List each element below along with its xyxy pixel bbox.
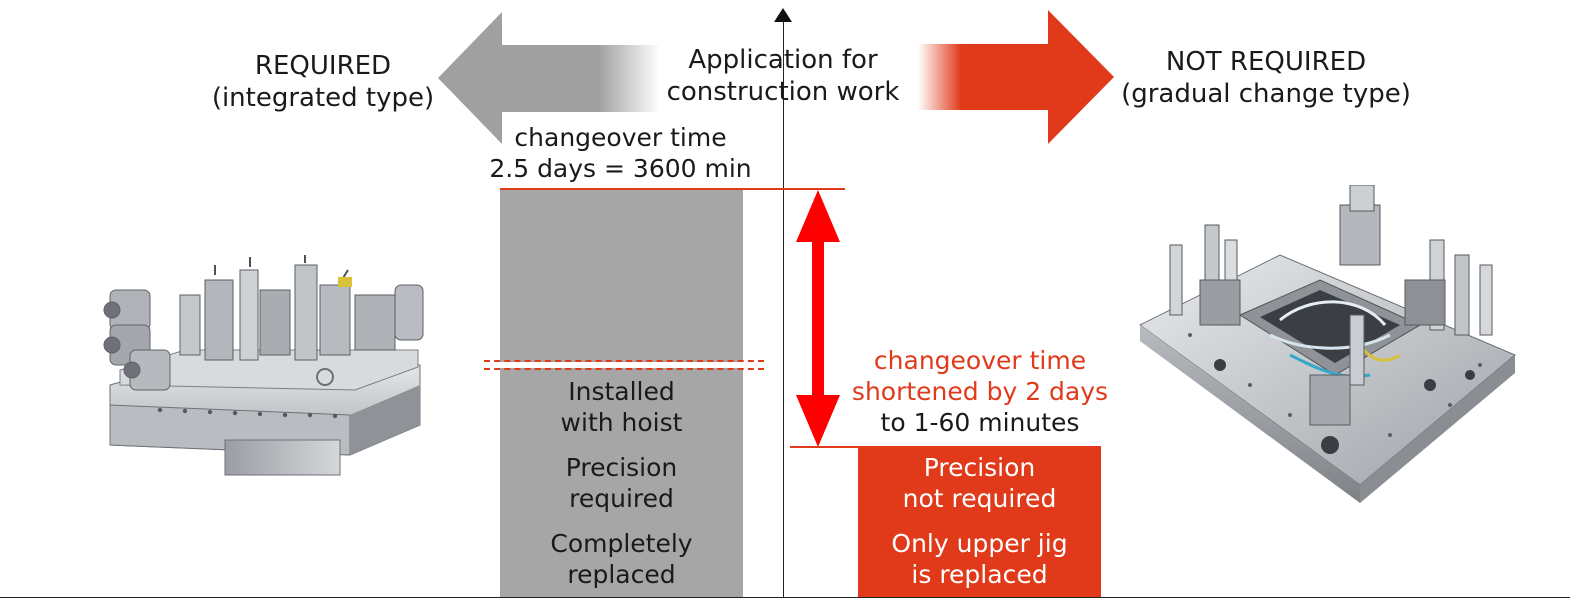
bar-break-dash-lower — [484, 368, 764, 370]
bar-break-gap — [500, 362, 743, 368]
top-reference-line — [500, 188, 845, 190]
integrated-fixture-icon — [103, 255, 424, 476]
short-changeover-line-1: changeover time — [873, 346, 1087, 375]
long-changeover-label: changeover time 2.5 days = 3600 min — [478, 122, 763, 184]
feature-line: Precision — [923, 453, 1036, 482]
feature-line: Installed — [568, 377, 675, 406]
not-required-heading: NOT REQUIRED (gradual change type) — [1110, 46, 1422, 110]
feature-completely-replaced: Completely replaced — [500, 528, 743, 590]
application-line-1: Application for — [688, 45, 878, 75]
feature-line: Completely — [550, 529, 693, 558]
feature-line: Only upper jig — [891, 529, 1068, 558]
required-subtitle: (integrated type) — [211, 83, 435, 113]
feature-line: Precision — [565, 453, 678, 482]
long-changeover-line-2: 2.5 days = 3600 min — [489, 154, 752, 183]
feature-precision-not-required: Precision not required — [858, 452, 1101, 514]
feature-line: replaced — [567, 560, 676, 589]
feature-line: with hoist — [560, 408, 683, 437]
feature-line: not required — [902, 484, 1057, 513]
integrated-bar — [500, 190, 743, 597]
not-required-title: NOT REQUIRED — [1165, 47, 1367, 77]
feature-installed-with-hoist: Installed with hoist — [500, 376, 743, 438]
axis-arrowhead-icon — [774, 8, 792, 22]
gradual-bar — [858, 447, 1101, 597]
feature-precision-required: Precision required — [500, 452, 743, 514]
baseline — [0, 597, 1570, 598]
left-arrow-icon — [438, 12, 660, 144]
gradual-features: Precision not required Only upper jig is… — [858, 452, 1101, 604]
long-changeover-line-1: changeover time — [514, 123, 727, 152]
required-heading: REQUIRED (integrated type) — [200, 50, 446, 114]
feature-line: required — [569, 484, 674, 513]
bar-break-dash-upper — [484, 360, 764, 362]
feature-only-upper-jig-replaced: Only upper jig is replaced — [858, 528, 1101, 590]
right-arrow-icon — [918, 10, 1114, 144]
feature-line: is replaced — [911, 560, 1048, 589]
application-line-2: construction work — [666, 77, 900, 107]
required-title: REQUIRED — [254, 51, 392, 81]
short-changeover-line-2: shortened by 2 days — [851, 377, 1109, 406]
gradual-fixture-icon — [1139, 185, 1516, 503]
vertical-axis — [783, 18, 784, 598]
short-changeover-label: changeover time shortened by 2 days to 1… — [840, 345, 1120, 438]
short-changeover-line-3: to 1-60 minutes — [880, 408, 1080, 437]
not-required-subtitle: (gradual change type) — [1121, 79, 1411, 109]
application-heading: Application for construction work — [650, 44, 916, 108]
double-arrow-icon — [796, 190, 840, 447]
integrated-features: Installed with hoist Precision required … — [500, 376, 743, 604]
bottom-reference-line — [790, 446, 1101, 448]
